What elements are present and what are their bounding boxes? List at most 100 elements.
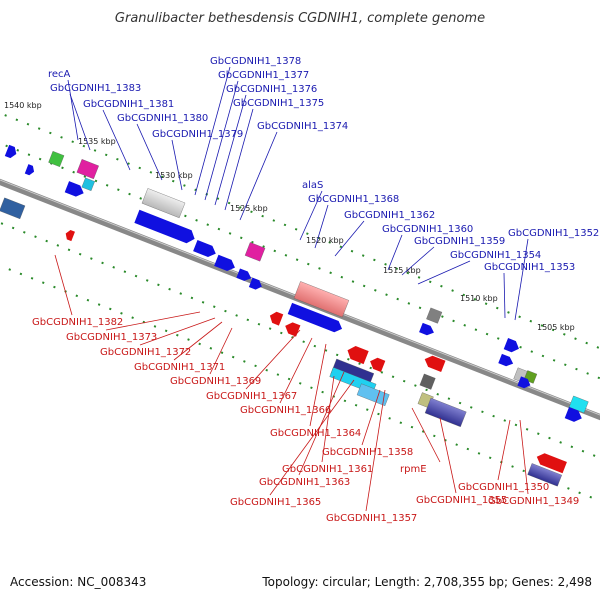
forward-gene-label: recA <box>48 69 71 80</box>
gene-features <box>0 144 589 487</box>
gene-box <box>48 151 65 167</box>
map-title: Granulibacter bethesdensis CGDNIH1, comp… <box>115 11 485 26</box>
forward-gene-label: GbCGDNIH1_1379 <box>152 129 243 140</box>
forward-gene-arrow <box>503 338 519 353</box>
gene-feature <box>134 209 195 244</box>
kbp-tick-label: 1515 kbp <box>383 266 421 275</box>
gene-feature <box>4 144 17 159</box>
forward-callout-line <box>214 94 247 206</box>
reverse-gene-arrow <box>269 311 284 326</box>
forward-gene-label: GbCGDNIH1_1376 <box>226 84 317 95</box>
reverse-gene-label: GbCGDNIH1_1367 <box>206 391 297 402</box>
kbp-tick-label: 1505 kbp <box>537 323 575 332</box>
forward-gene-label: GbCGDNIH1_1375 <box>233 98 324 109</box>
reverse-callout-line <box>279 337 313 404</box>
gene-feature <box>424 397 467 428</box>
kbp-tick-label: 1510 kbp <box>460 294 498 303</box>
kbp-tick-label: 1535 kbp <box>78 137 116 146</box>
inner-dashed-ring-top <box>0 142 600 380</box>
outer-dashed-ring <box>4 114 600 350</box>
gene-feature <box>48 151 65 167</box>
backbone-highlight <box>0 179 600 416</box>
gene-feature <box>419 322 434 336</box>
outer-dashed-ring-bottom <box>0 264 600 502</box>
forward-gene-arrow <box>236 268 252 281</box>
inner-dashed-ring-bottom <box>0 221 600 459</box>
reverse-gene-label: GbCGDNIH1_1361 <box>282 464 373 475</box>
reverse-callout-line <box>365 389 386 512</box>
forward-callout-line <box>417 260 471 285</box>
gene-box <box>426 307 443 324</box>
reverse-callout-line <box>361 389 381 446</box>
forward-gene-label: GbCGDNIH1_1360 <box>382 224 473 235</box>
gene-feature <box>236 268 252 281</box>
forward-gene-label: GbCGDNIH1_1354 <box>450 250 541 261</box>
gene-feature <box>503 338 519 353</box>
forward-callout-line <box>514 238 529 321</box>
reverse-callout-line <box>139 317 216 346</box>
reverse-callout-line <box>309 343 327 427</box>
gene-feature <box>244 242 266 262</box>
forward-callout-line <box>67 79 79 141</box>
forward-callout-line <box>299 190 323 241</box>
reverse-callout-line <box>411 407 441 463</box>
reverse-gene-label: GbCGDNIH1_1365 <box>230 497 321 508</box>
gene-feature <box>356 383 390 407</box>
gene-feature <box>141 188 186 219</box>
forward-gene-arrow <box>193 240 216 258</box>
forward-gene-arrow <box>214 254 235 271</box>
gene-feature <box>370 357 386 372</box>
forward-gene-label: GbCGDNIH1_1378 <box>210 56 301 67</box>
forward-gene-arrow <box>419 322 434 336</box>
accession-text: Accession: NC_008343 <box>10 575 146 589</box>
gene-feature <box>517 376 531 389</box>
gene-box <box>81 177 95 191</box>
forward-gene-label: GbCGDNIH1_1374 <box>257 121 348 132</box>
reverse-gene-label: GbCGDNIH1_1363 <box>259 477 350 488</box>
gene-box <box>141 188 186 219</box>
kbp-tick-label: 1525 kbp <box>230 204 268 213</box>
forward-gene-label: GbCGDNIH1_1380 <box>117 113 208 124</box>
gene-feature <box>285 322 301 337</box>
forward-callout-line <box>387 234 403 271</box>
genome-summary-text: Topology: circular; Length: 2,708,355 bp… <box>261 575 592 589</box>
forward-callout-line <box>239 131 278 221</box>
reverse-gene-label: GbCGDNIH1_1369 <box>170 376 261 387</box>
forward-gene-label: GbCGDNIH1_1383 <box>50 83 141 94</box>
reverse-gene-arrow <box>65 230 75 242</box>
gene-feature <box>347 345 369 365</box>
forward-gene-arrow <box>64 181 84 197</box>
gene-feature <box>248 277 262 290</box>
reverse-gene-label: GbCGDNIH1_1382 <box>32 317 123 328</box>
reverse-gene-label: GbCGDNIH1_1364 <box>270 428 361 439</box>
gene-box <box>244 242 266 262</box>
forward-gene-label: GbCGDNIH1_1359 <box>414 236 505 247</box>
reverse-gene-labels: GbCGDNIH1_1382GbCGDNIH1_1373GbCGDNIH1_13… <box>32 317 579 524</box>
forward-gene-arrow <box>134 209 195 244</box>
forward-callout-line <box>503 272 506 319</box>
reverse-callout-line <box>298 371 345 476</box>
forward-gene-labels: recAGbCGDNIH1_1383GbCGDNIH1_1381GbCGDNIH… <box>48 56 599 273</box>
reverse-gene-label: GbCGDNIH1_1350 <box>458 482 549 493</box>
reverse-gene-label: GbCGDNIH1_1373 <box>66 332 157 343</box>
forward-gene-label: GbCGDNIH1_1381 <box>83 99 174 110</box>
gene-feature <box>269 311 284 326</box>
forward-gene-arrow <box>287 302 343 333</box>
forward-gene-label: GbCGDNIH1_1353 <box>484 262 575 273</box>
reverse-callout-line <box>321 375 335 463</box>
gene-box <box>356 383 390 407</box>
reverse-gene-arrow <box>424 355 446 372</box>
forward-callout-line <box>314 204 329 249</box>
reverse-callout-line <box>269 379 355 496</box>
gene-feature <box>426 307 443 324</box>
forward-gene-arrow <box>517 376 531 389</box>
gene-feature <box>536 453 567 474</box>
reverse-callout-line <box>173 321 223 361</box>
reverse-callout-line <box>105 311 201 331</box>
reverse-callout-line <box>245 329 301 390</box>
gene-feature <box>64 181 84 197</box>
forward-callout-line <box>69 93 91 151</box>
